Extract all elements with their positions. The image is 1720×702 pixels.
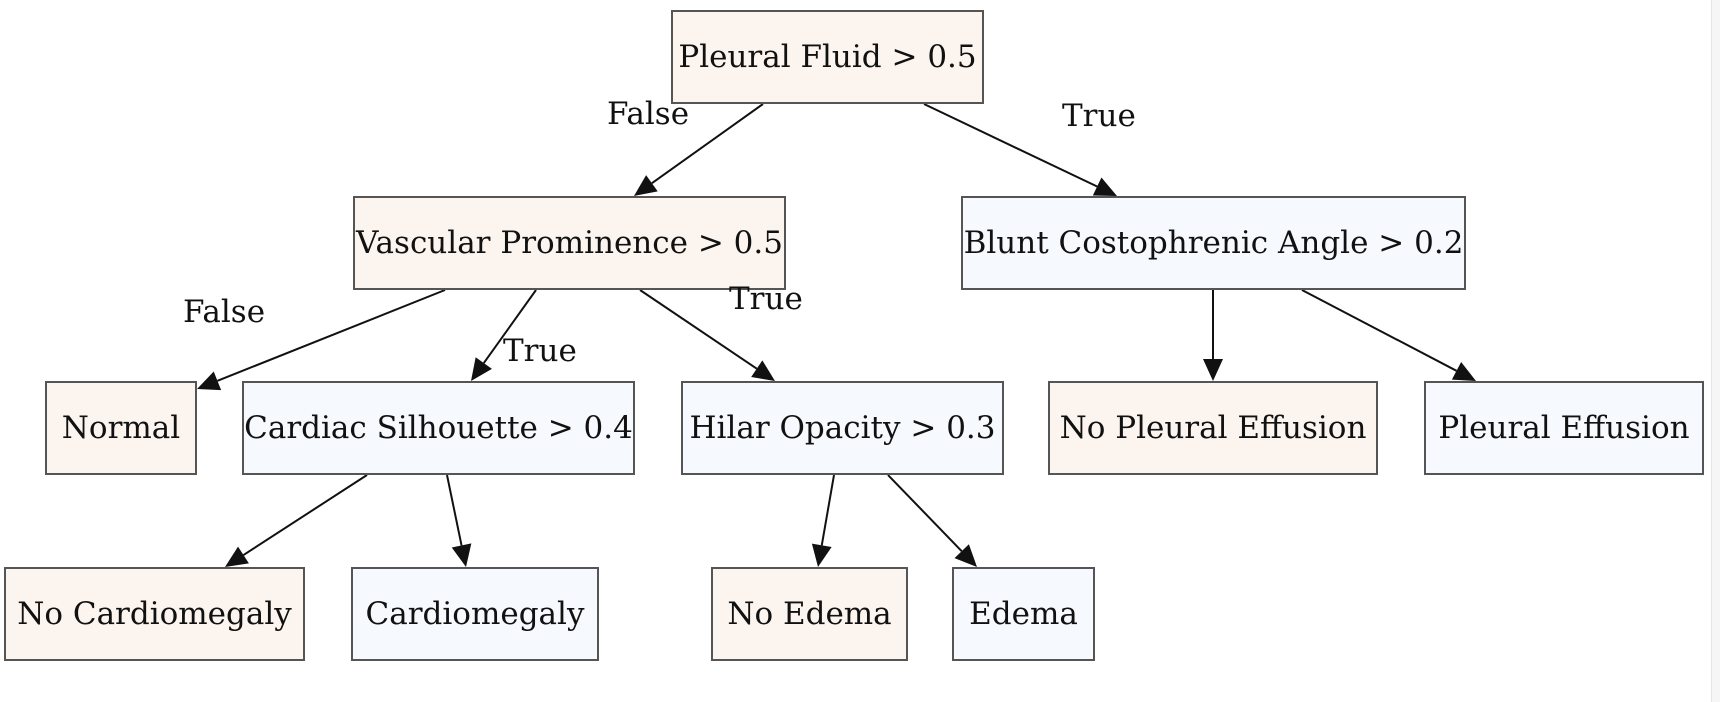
edge-label-true: True — [729, 281, 803, 317]
arrowhead-pleural-effusion — [1451, 361, 1476, 381]
edge-cardiac-silhouette-to-no-cardiomegaly — [242, 474, 368, 556]
node-no-edema: No Edema — [711, 567, 908, 661]
edge-label-false: False — [183, 294, 266, 330]
node-vascular-prominence: Vascular Prominence > 0.5 — [353, 196, 786, 290]
node-cardiomegaly: Cardiomegaly — [351, 567, 599, 661]
node-cardiac-silhouette: Cardiac Silhouette > 0.4 — [242, 381, 635, 475]
edge-label-true: True — [503, 333, 577, 369]
arrowhead-cardiac-silhouette — [471, 357, 492, 381]
arrowhead-cardiomegaly — [451, 543, 472, 567]
edge-pleural-fluid-to-blunt-costophrenic-angle — [923, 103, 1098, 188]
arrowhead-edema — [954, 544, 977, 567]
arrowhead-normal — [197, 371, 222, 391]
edge-vascular-prominence-to-cardiac-silhouette — [482, 289, 537, 364]
edge-label-true: True — [1062, 98, 1136, 134]
edge-hilar-opacity-to-edema — [887, 474, 963, 552]
arrowhead-blunt-costophrenic-angle — [1092, 177, 1117, 196]
edge-cardiac-silhouette-to-cardiomegaly — [446, 474, 463, 546]
edge-pleural-fluid-to-vascular-prominence — [651, 103, 764, 185]
node-edema: Edema — [952, 567, 1095, 661]
vertical-scrollbar[interactable] — [1711, 0, 1720, 702]
edge-vascular-prominence-to-normal — [217, 289, 446, 382]
node-hilar-opacity: Hilar Opacity > 0.3 — [681, 381, 1004, 475]
node-pleural-fluid: Pleural Fluid > 0.5 — [671, 10, 984, 104]
edge-vascular-prominence-to-hilar-opacity — [639, 289, 758, 370]
node-normal: Normal — [45, 381, 197, 475]
node-pleural-effusion: Pleural Effusion — [1424, 381, 1704, 475]
edge-hilar-opacity-to-no-edema — [820, 474, 835, 546]
arrowhead-hilar-opacity — [751, 360, 775, 381]
arrowhead-no-pleural-effusion — [1203, 359, 1223, 381]
arrowhead-no-edema — [811, 543, 832, 567]
arrowhead-vascular-prominence — [634, 175, 658, 196]
node-no-cardiomegaly: No Cardiomegaly — [4, 567, 305, 661]
arrowhead-no-cardiomegaly — [225, 546, 249, 567]
edge-blunt-costophrenic-angle-to-pleural-effusion — [1301, 289, 1457, 372]
edge-label-false: False — [607, 96, 690, 132]
node-blunt-costophrenic-angle: Blunt Costophrenic Angle > 0.2 — [961, 196, 1466, 290]
node-no-pleural-effusion: No Pleural Effusion — [1048, 381, 1378, 475]
